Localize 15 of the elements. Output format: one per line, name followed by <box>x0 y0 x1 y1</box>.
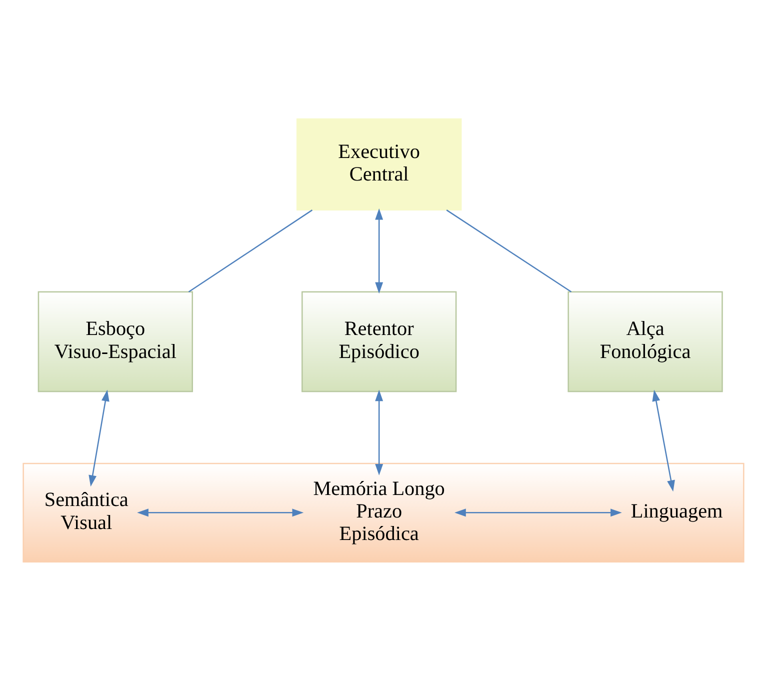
node-box: Esboço Visuo-Espacial <box>38 290 193 392</box>
arrow <box>375 389 384 475</box>
arrow <box>375 208 384 294</box>
connector <box>446 209 572 292</box>
arrow <box>652 389 675 492</box>
arrow <box>454 508 622 516</box>
arrow <box>137 508 304 516</box>
node-text: Semântica Visual <box>44 488 128 534</box>
node-box: Alça Fonológica <box>568 290 723 392</box>
node-box: Retentor Episódico <box>302 290 457 392</box>
node-text: Memória Longo Prazo Episódica <box>313 477 445 545</box>
node-text: Linguagem <box>630 500 723 522</box>
connector <box>188 209 313 292</box>
node-box: Executivo Central <box>296 118 462 210</box>
arrow <box>88 389 110 486</box>
